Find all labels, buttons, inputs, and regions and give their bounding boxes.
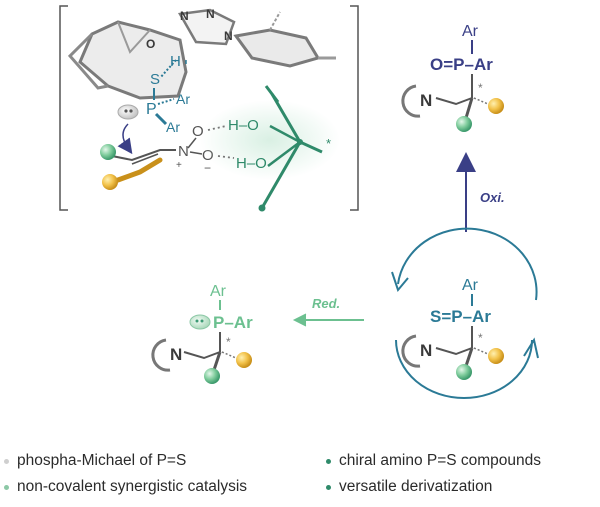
oxide-stereo: * bbox=[478, 81, 483, 95]
legend-dot bbox=[326, 458, 331, 464]
phosphine-stereo: * bbox=[226, 335, 231, 349]
phosphine-amine-n: N bbox=[170, 345, 182, 364]
hydroxyl-1: H–O bbox=[228, 117, 259, 134]
fused-ring-system bbox=[78, 20, 188, 100]
oxide-amine-n: N bbox=[420, 91, 432, 110]
ring-n3: N bbox=[224, 29, 233, 43]
nitro-minus: − bbox=[204, 161, 211, 175]
legend-dot bbox=[4, 484, 9, 490]
right-bracket bbox=[350, 5, 359, 211]
oxide-formula: O=P–Ar bbox=[430, 55, 493, 74]
nitro-o1: O bbox=[192, 123, 204, 140]
legend-dot bbox=[326, 484, 331, 490]
yellow-substituent bbox=[102, 174, 118, 190]
sulfide-ar-top: Ar bbox=[462, 277, 479, 294]
legend-text: phospha-Michael of P=S bbox=[17, 452, 187, 469]
legend-dot bbox=[4, 458, 9, 464]
catalyst-transition-state: N N N O H S P Ar Ar N + O O − bbox=[59, 5, 359, 212]
oxidation-label: Oxi. bbox=[480, 190, 505, 205]
legend-item-synergistic-catalysis: non-covalent synergistic catalysis bbox=[4, 478, 247, 496]
diol-stereo: * bbox=[326, 136, 331, 151]
green-substituent bbox=[100, 144, 116, 160]
phosphine-formula: P–Ar bbox=[213, 313, 253, 332]
hbond-glow bbox=[200, 100, 340, 180]
lone-pair-lobe bbox=[117, 104, 139, 120]
legend-item-derivatization: versatile derivatization bbox=[326, 478, 492, 496]
hydroxyl-2: H–O bbox=[236, 155, 267, 172]
thiol-s: S bbox=[150, 71, 160, 88]
ring-n2: N bbox=[206, 7, 215, 21]
phosphine-amine-arc bbox=[151, 338, 171, 372]
aryl-2: Ar bbox=[166, 119, 180, 135]
oxide-ar-top: Ar bbox=[462, 23, 479, 40]
phosphine-ar-top: Ar bbox=[210, 283, 227, 300]
nitro-n: N bbox=[178, 143, 189, 160]
aryl-1: Ar bbox=[176, 91, 190, 107]
oxide-amine-arc bbox=[401, 84, 421, 118]
sulfide-amine-arc bbox=[401, 334, 421, 368]
cycle-arrow-bottom bbox=[395, 339, 533, 399]
sulfide-formula: S=P–Ar bbox=[430, 307, 491, 326]
left-bracket bbox=[59, 5, 68, 211]
phosphine-product: Ar P–Ar * N bbox=[151, 283, 253, 384]
reduction-label: Red. bbox=[312, 296, 340, 311]
triazole-ring bbox=[177, 8, 236, 46]
phosphine-lone-pair bbox=[189, 314, 211, 330]
mesityl-ring bbox=[233, 28, 321, 68]
attack-arrow bbox=[117, 123, 133, 155]
sulfide-stereo: * bbox=[478, 331, 483, 345]
phosphine-oxide-product: Ar O=P–Ar * N bbox=[401, 23, 504, 132]
ring-n1: N bbox=[180, 9, 189, 23]
cycle-arrow-top bbox=[397, 227, 538, 301]
thiophosphoryl-product: Ar S=P–Ar * N bbox=[391, 227, 539, 399]
legend-text: versatile derivatization bbox=[339, 478, 493, 495]
legend-item-chiral-amino: chiral amino P=S compounds bbox=[326, 452, 541, 470]
legend-item-phospha-michael: phospha-Michael of P=S bbox=[4, 452, 186, 470]
sulfide-amine-n: N bbox=[420, 341, 432, 360]
legend-text: chiral amino P=S compounds bbox=[339, 452, 542, 469]
ring-o: O bbox=[146, 37, 155, 51]
thiol-h: H bbox=[170, 53, 181, 70]
nitro-plus: + bbox=[176, 160, 182, 171]
phosphorus: P bbox=[146, 101, 157, 118]
legend-text: non-covalent synergistic catalysis bbox=[17, 478, 248, 495]
